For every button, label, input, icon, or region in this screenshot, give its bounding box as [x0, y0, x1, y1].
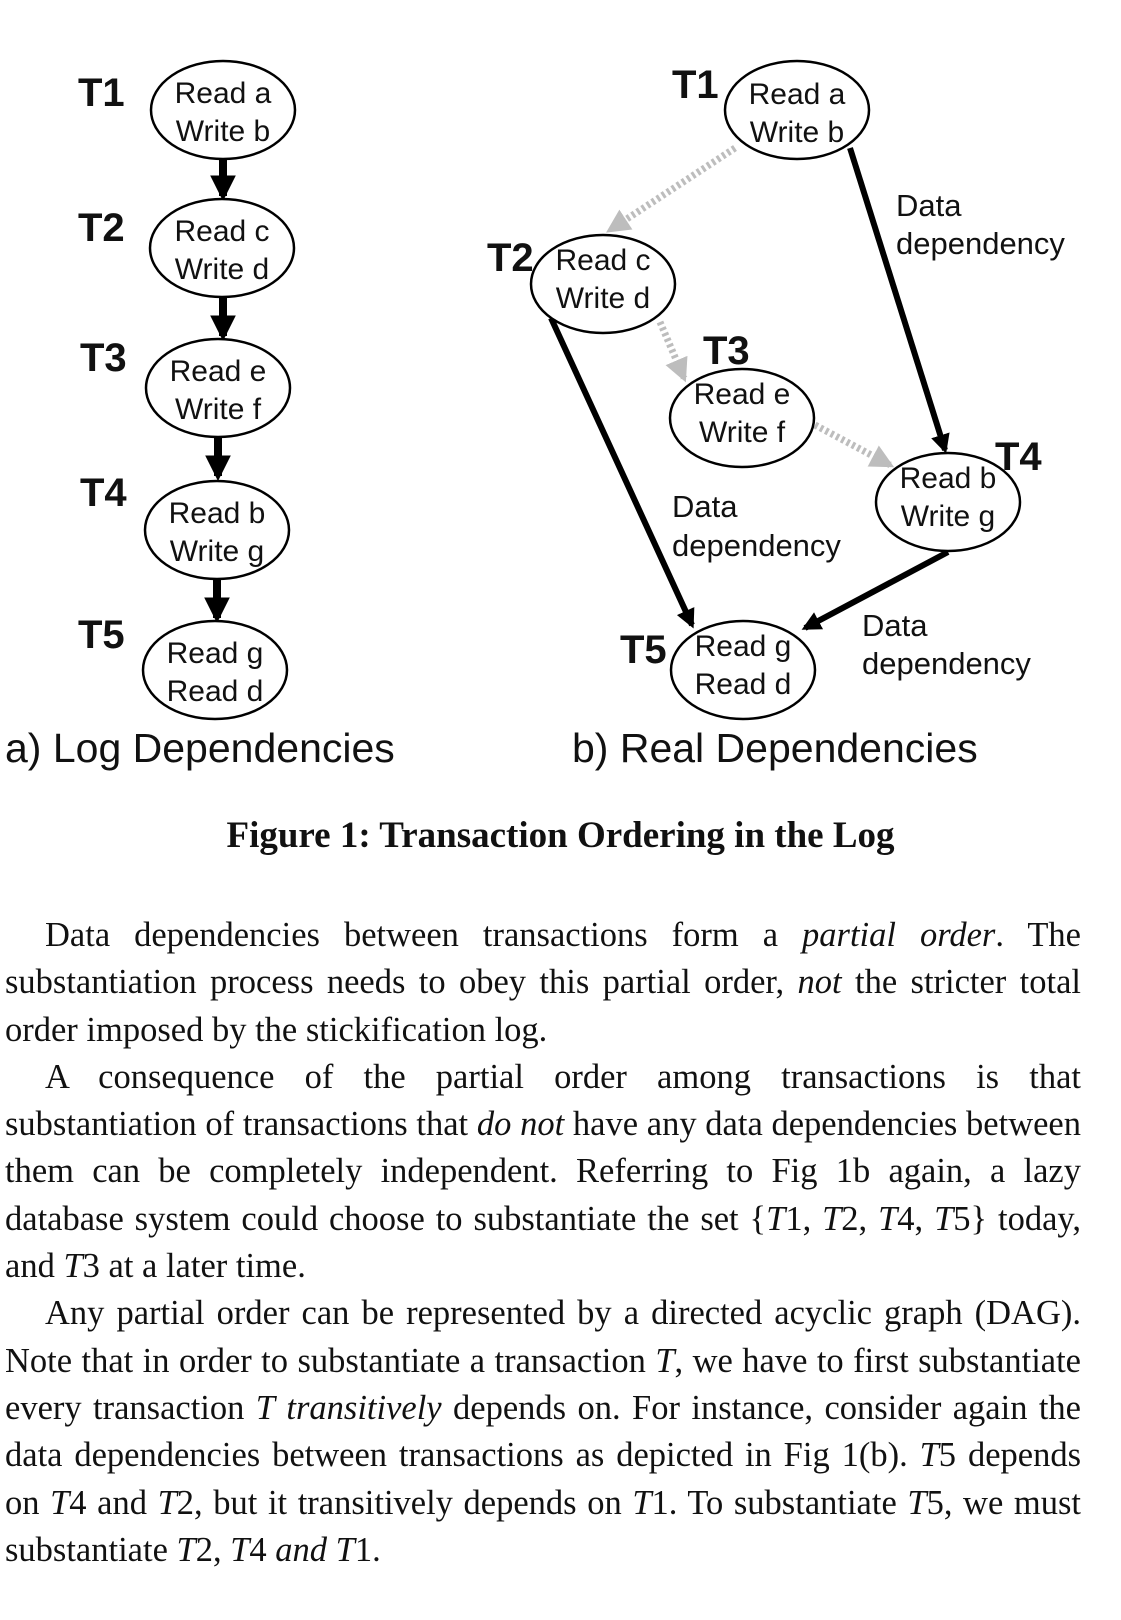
svg-text:Data: Data — [862, 608, 928, 643]
paragraph-3: Any partial order can be represented by … — [5, 1294, 1081, 1569]
log-node-t4: T4 Read b Write g — [80, 471, 291, 581]
dependency-arrow-t1-t4 — [847, 147, 950, 454]
svg-text:Read g: Read g — [167, 637, 264, 670]
log-node-t1: T1 Read a Write b — [78, 59, 297, 161]
figure-caption: Figure 1: Transaction Ordering in the Lo… — [226, 815, 895, 856]
svg-text:Write f: Write f — [175, 393, 262, 426]
subcaption-a: a) Log Dependencies — [5, 725, 395, 771]
dependency-label-t4-t5: Data dependency — [862, 608, 1031, 681]
node-label: T5 — [620, 628, 667, 672]
dependency-arrow-t4-t5 — [801, 549, 950, 631]
svg-text:Read a: Read a — [175, 77, 272, 110]
node-label: T3 — [703, 329, 750, 373]
svg-text:dependency: dependency — [896, 226, 1065, 261]
svg-text:Data: Data — [672, 489, 738, 524]
panel-b: T1 Read a Write b T2 Read c Write d T3 R… — [487, 59, 1065, 771]
svg-text:Write f: Write f — [699, 416, 786, 449]
node-label: T3 — [80, 336, 127, 380]
real-node-t1: T1 Read a Write b — [672, 59, 871, 161]
dependency-label-t2-t5: Data dependency — [672, 489, 841, 563]
svg-text:Write d: Write d — [556, 282, 650, 315]
node-label: T1 — [672, 63, 719, 107]
node-label: T1 — [78, 71, 125, 115]
svg-text:Write b: Write b — [750, 116, 844, 149]
log-node-t5: T5 Read g Read d — [78, 613, 289, 721]
real-node-t4: T4 Read b Write g — [874, 435, 1042, 553]
svg-text:Read g: Read g — [695, 630, 792, 663]
svg-text:Read a: Read a — [749, 78, 846, 111]
log-order-arrow-t3-t4 — [813, 421, 895, 469]
log-order-arrow-t1-t2 — [606, 145, 737, 233]
panel-a: T1 Read a Write b T2 Read c Write d T3 R… — [5, 59, 395, 771]
svg-text:dependency: dependency — [862, 646, 1031, 681]
svg-text:Read c: Read c — [174, 215, 269, 248]
dependency-arrow-t2-t5 — [548, 316, 695, 629]
svg-text:Write g: Write g — [901, 500, 995, 533]
svg-text:Read b: Read b — [900, 462, 997, 495]
svg-text:Read d: Read d — [695, 668, 792, 701]
real-node-t2: T2 Read c Write d — [487, 233, 677, 335]
dependency-diagram: T1 Read a Write b T2 Read c Write d T3 R… — [5, 59, 1065, 771]
svg-text:Read c: Read c — [555, 244, 650, 277]
paragraph-2: A consequence of the partial order among… — [5, 1057, 1082, 1286]
log-node-t2: T2 Read c Write d — [78, 197, 296, 299]
node-label: T5 — [78, 613, 125, 657]
svg-text:Write d: Write d — [175, 253, 269, 286]
svg-text:dependency: dependency — [672, 528, 841, 563]
svg-text:Read d: Read d — [167, 675, 264, 708]
node-label: T4 — [995, 435, 1042, 479]
figure-1: T1 Read a Write b T2 Read c Write d T3 R… — [0, 0, 1121, 790]
log-order-arrow-t2-t3 — [656, 320, 688, 383]
svg-text:Read e: Read e — [694, 378, 791, 411]
svg-text:Write g: Write g — [170, 535, 264, 568]
real-node-t3: T3 Read e Write f — [668, 329, 816, 469]
svg-text:Read e: Read e — [170, 355, 267, 388]
dependency-label-t1-t4: Data dependency — [896, 188, 1065, 261]
node-label: T2 — [78, 206, 125, 250]
svg-text:Read b: Read b — [169, 497, 266, 530]
node-label: T2 — [487, 236, 534, 280]
subcaption-b: b) Real Dependencies — [572, 725, 978, 771]
svg-text:Write b: Write b — [176, 115, 270, 148]
node-label: T4 — [80, 471, 127, 515]
real-node-t5: T5 Read g Read d — [620, 619, 817, 721]
svg-text:Data: Data — [896, 188, 962, 223]
paragraph-1: Data dependencies between transactions f… — [5, 916, 1081, 1049]
log-node-t3: T3 Read e Write f — [80, 336, 292, 439]
body-text: Data dependencies between transactions f… — [5, 912, 1081, 1574]
